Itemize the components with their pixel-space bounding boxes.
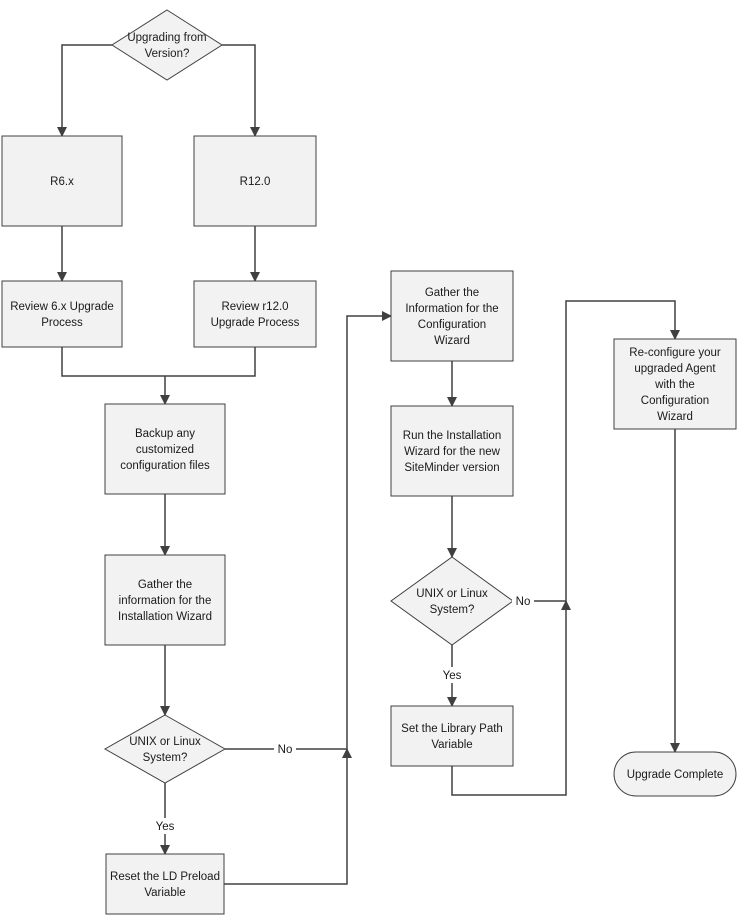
- node-text-line: Information for the: [405, 303, 498, 315]
- node-text-line: Backup any: [135, 428, 195, 440]
- edge-label-unix1-no: No: [278, 744, 293, 756]
- node-text-line: Configuration: [641, 395, 709, 407]
- node-text-line: Review r12.0: [221, 301, 288, 313]
- node-text-line: Review 6.x Upgrade: [10, 301, 114, 313]
- edge-junction-to-reconfig: [565, 300, 680, 601]
- node-text-line: Upgrade Complete: [627, 769, 724, 781]
- process-box: [1, 280, 123, 348]
- node-complete: Upgrade Complete: [613, 751, 737, 797]
- node-text-line: Installation Wizard: [118, 611, 212, 623]
- node-text-line: System?: [143, 752, 188, 764]
- edge-label-unix2-yes: Yes: [443, 670, 462, 682]
- decision-diamond: [103, 714, 227, 784]
- node-r12: R12.0: [193, 135, 317, 227]
- node-text-line: Set the Library Path: [401, 723, 503, 735]
- node-text-line: Upgrade Process: [211, 317, 300, 329]
- edge-label-unix2-no: No: [516, 596, 531, 608]
- edge-version-to-r12: [222, 44, 260, 137]
- edge-junction-to-gatherconf: [346, 311, 392, 749]
- process-box: [193, 135, 317, 227]
- decision-diamond: [111, 9, 223, 81]
- process-box: [105, 853, 225, 915]
- node-reconfigure: Re-configure your upgraded Agent with theC…: [613, 338, 737, 430]
- node-text-line: Re-configure your: [629, 347, 721, 359]
- node-text-line: UNIX or Linux: [129, 736, 201, 748]
- process-box: [104, 554, 226, 646]
- edge-setlib-to-junction: [451, 600, 571, 796]
- node-text-line: with the: [654, 379, 695, 391]
- node-text-line: information for the: [119, 595, 212, 607]
- process-box: [104, 403, 226, 495]
- process-box: [390, 270, 514, 362]
- node-text-line: Wizard for the new: [404, 446, 501, 458]
- node-text-line: Gather the: [138, 579, 192, 591]
- node-text-line: Gather the: [425, 287, 479, 299]
- node-text-line: UNIX or Linux: [416, 588, 488, 600]
- node-text-line: customized: [136, 444, 194, 456]
- node-text-line: Wizard: [657, 411, 693, 423]
- terminator-shape: [613, 751, 737, 797]
- process-box: [390, 705, 514, 767]
- edge-label-bg: [274, 741, 296, 757]
- edge-version-to-r6x: [57, 44, 112, 137]
- edge-label-bg: [150, 818, 180, 834]
- node-text-line: Process: [41, 317, 83, 329]
- node-text-line: Configuration: [418, 319, 486, 331]
- edge-label-bg: [437, 667, 467, 683]
- edge-review6x-to-merge: [61, 347, 256, 377]
- node-text-line: Run the Installation: [403, 430, 501, 442]
- node-text-line: upgraded Agent: [634, 363, 716, 375]
- process-box: [193, 280, 317, 348]
- node-text-line: Variable: [431, 739, 472, 751]
- node-text-line: R6.x: [50, 176, 74, 188]
- decision-diamond: [390, 556, 514, 646]
- node-text-line: Version?: [145, 48, 190, 60]
- edge-resetld-to-junction: [224, 748, 352, 885]
- node-text-line: configuration files: [120, 460, 210, 472]
- node-backup: Backup any customized configuration files: [104, 403, 226, 495]
- node-text-line: Upgrading from: [127, 32, 206, 44]
- process-box: [1, 135, 123, 227]
- node-text-line: Variable: [144, 887, 185, 899]
- node-text-line: System?: [430, 604, 475, 616]
- process-box: [613, 338, 737, 430]
- edge-label-unix1-yes: Yes: [156, 821, 175, 833]
- node-r6x: R6.x: [1, 135, 123, 227]
- process-box: [390, 405, 514, 497]
- node-gather-install: Gather the information for theInstallatio…: [104, 554, 226, 646]
- node-text-line: R12.0: [240, 176, 271, 188]
- node-text-line: Reset the LD Preload: [110, 871, 220, 883]
- edge-label-bg: [512, 593, 534, 609]
- node-text-line: SiteMinder version: [404, 462, 499, 474]
- node-text-line: Wizard: [434, 335, 470, 347]
